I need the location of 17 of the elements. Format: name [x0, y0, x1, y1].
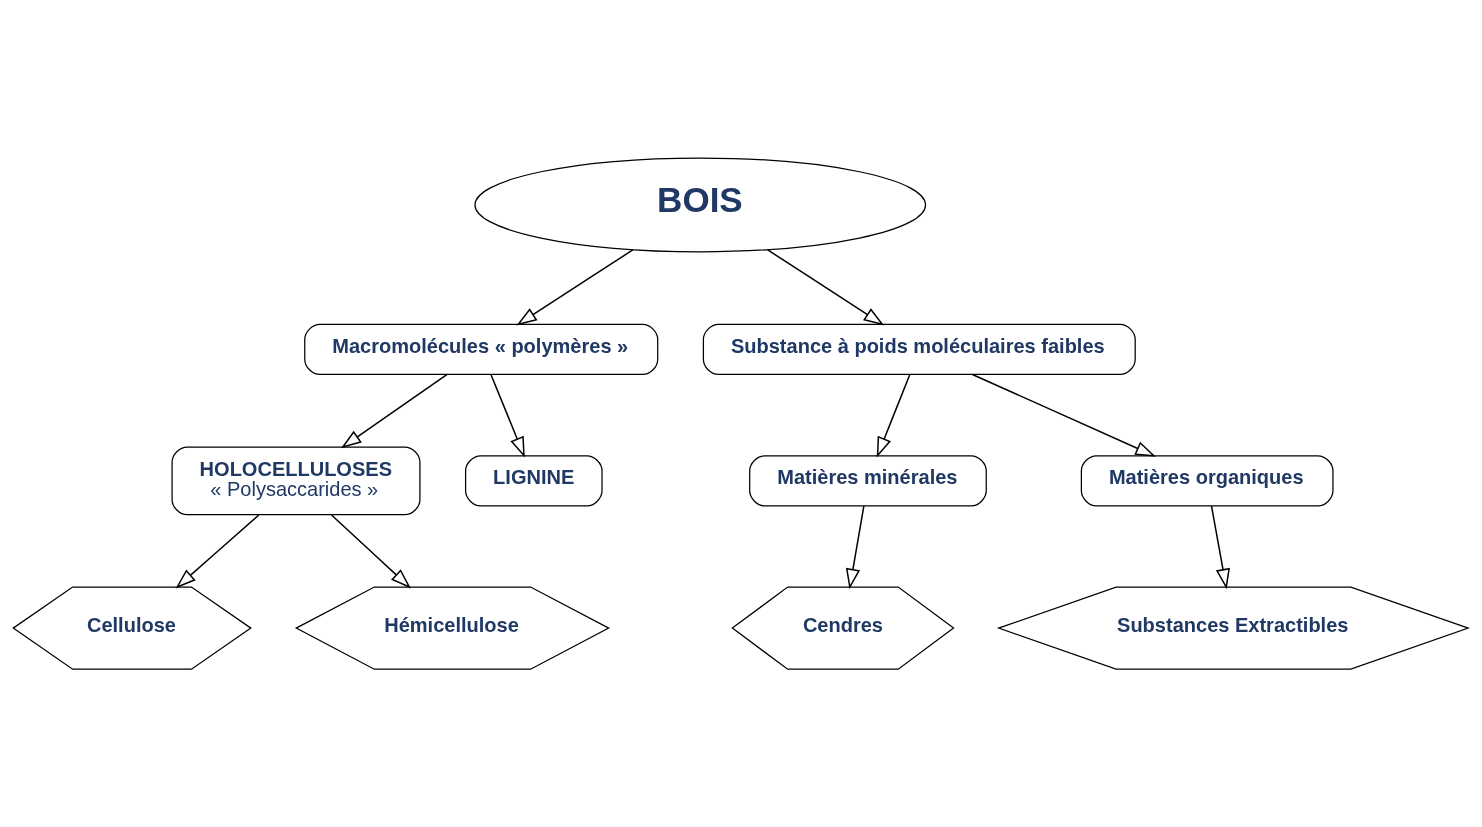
node-box: HOLOCELLULOSES « Polysaccarides »	[171, 446, 421, 516]
arrow	[516, 249, 634, 326]
arrow	[340, 373, 448, 449]
arrow	[845, 505, 865, 590]
arrow	[971, 373, 1156, 457]
arrow	[876, 374, 911, 458]
node-box: Substance à poids moléculaires faibles	[702, 323, 1136, 376]
arrow	[330, 514, 411, 589]
node-box: Macromolécules « polymères »	[304, 323, 659, 376]
node-box: LIGNINE	[464, 455, 603, 507]
arrow	[175, 514, 260, 589]
arrow	[1210, 505, 1231, 590]
arrow	[490, 374, 525, 458]
arrow	[767, 249, 885, 326]
node-box: Matières organiques	[1080, 455, 1334, 507]
node-ellipse: BOIS	[474, 157, 927, 253]
node-box: Matières minérales	[749, 455, 987, 507]
